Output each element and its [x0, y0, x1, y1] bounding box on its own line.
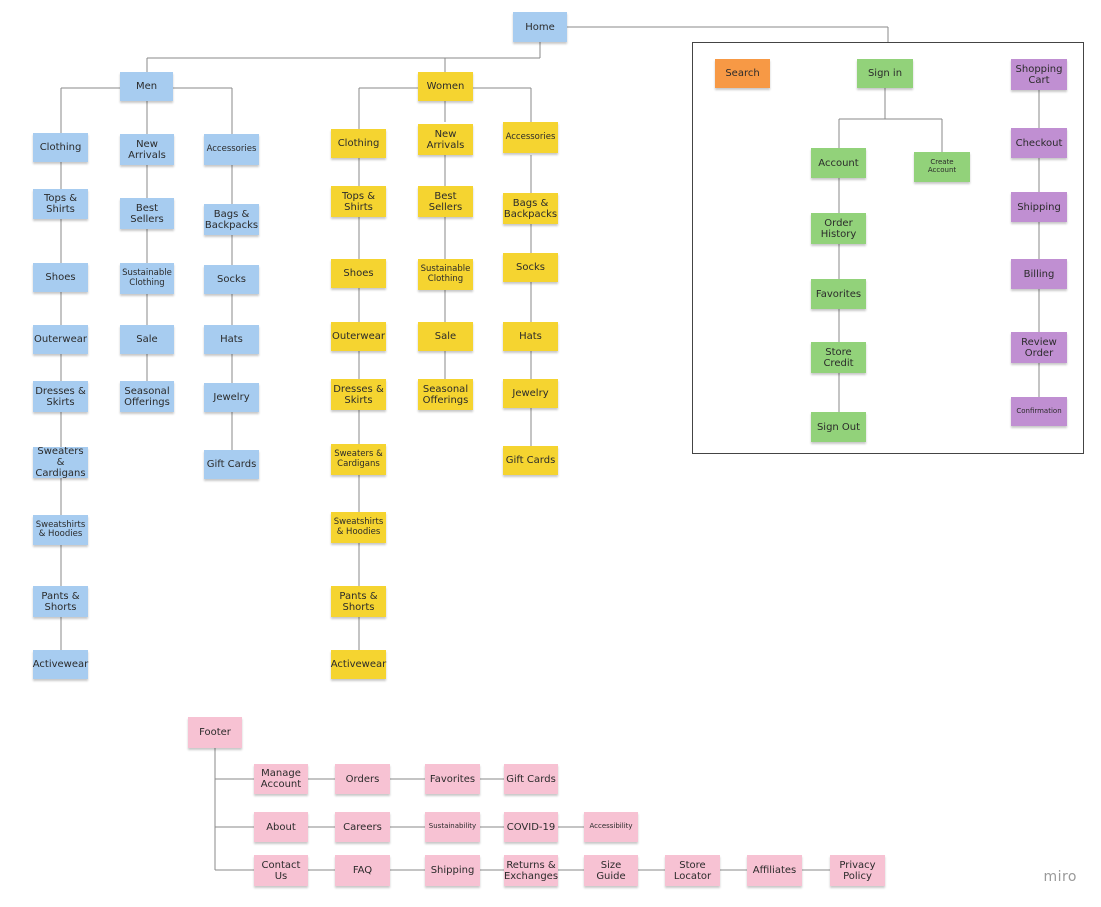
- node-footer-privacy[interactable]: Privacy Policy: [830, 855, 885, 886]
- node-women-sweatshirts[interactable]: Sweatshirts & Hoodies: [331, 512, 386, 543]
- node-search[interactable]: Search: [715, 59, 770, 88]
- node-men-sustainable[interactable]: Sustainable Clothing: [120, 263, 174, 294]
- node-footer-contact[interactable]: Contact Us: [254, 855, 308, 886]
- node-men-outerwear[interactable]: Outerwear: [33, 325, 88, 354]
- node-footer-shipping[interactable]: Shipping: [425, 855, 480, 886]
- node-women-clothing[interactable]: Clothing: [331, 129, 386, 158]
- node-men-best-sellers[interactable]: Best Sellers: [120, 198, 174, 229]
- node-men-bags[interactable]: Bags & Backpacks: [204, 204, 259, 235]
- node-footer-careers[interactable]: Careers: [335, 812, 390, 842]
- node-men-sweatshirts[interactable]: Sweatshirts & Hoodies: [33, 515, 88, 545]
- node-shipping[interactable]: Shipping: [1011, 192, 1067, 222]
- node-men-clothing[interactable]: Clothing: [33, 133, 88, 162]
- node-footer-store-locator[interactable]: Store Locator: [665, 855, 720, 886]
- node-men-socks[interactable]: Socks: [204, 265, 259, 294]
- node-men-tops[interactable]: Tops & Shirts: [33, 189, 88, 219]
- node-billing[interactable]: Billing: [1011, 259, 1067, 289]
- node-footer-favorites[interactable]: Favorites: [425, 764, 480, 794]
- node-women-sweaters[interactable]: Sweaters & Cardigans: [331, 444, 386, 475]
- node-account[interactable]: Account: [811, 148, 866, 178]
- miro-logo: miro: [1043, 869, 1077, 885]
- node-women-socks[interactable]: Socks: [503, 253, 558, 282]
- node-women-tops[interactable]: Tops & Shirts: [331, 186, 386, 217]
- node-women-seasonal[interactable]: Seasonal Offerings: [418, 379, 473, 410]
- node-men-accessories[interactable]: Accessories: [204, 134, 259, 165]
- node-sign-out[interactable]: Sign Out: [811, 412, 866, 442]
- node-footer-sustainability[interactable]: Sustainability: [425, 812, 480, 842]
- node-favorites[interactable]: Favorites: [811, 279, 866, 309]
- node-men-activewear[interactable]: Activewear: [33, 650, 88, 679]
- node-women-new-arrivals[interactable]: New Arrivals: [418, 124, 473, 155]
- node-footer-faq[interactable]: FAQ: [335, 855, 390, 886]
- node-men-sale[interactable]: Sale: [120, 325, 174, 354]
- node-footer-orders[interactable]: Orders: [335, 764, 390, 794]
- node-women-pants[interactable]: Pants & Shorts: [331, 586, 386, 617]
- node-men-giftcards[interactable]: Gift Cards: [204, 450, 259, 479]
- node-review-order[interactable]: Review Order: [1011, 332, 1067, 363]
- node-women-sale[interactable]: Sale: [418, 322, 473, 351]
- node-confirmation[interactable]: Confirmation: [1011, 397, 1067, 426]
- node-women-giftcards[interactable]: Gift Cards: [503, 446, 558, 475]
- node-men-jewelry[interactable]: Jewelry: [204, 383, 259, 412]
- node-men-shoes[interactable]: Shoes: [33, 263, 88, 292]
- node-women-jewelry[interactable]: Jewelry: [503, 379, 558, 408]
- account-cart-frame: [692, 42, 1084, 454]
- node-men-new-arrivals[interactable]: New Arrivals: [120, 134, 174, 165]
- node-women-shoes[interactable]: Shoes: [331, 259, 386, 288]
- node-women-sustainable[interactable]: Sustainable Clothing: [418, 259, 473, 290]
- node-men-pants[interactable]: Pants & Shorts: [33, 586, 88, 617]
- node-footer-affiliates[interactable]: Affiliates: [747, 855, 802, 886]
- node-footer-gift-cards[interactable]: Gift Cards: [504, 764, 558, 794]
- node-women-best-sellers[interactable]: Best Sellers: [418, 186, 473, 217]
- node-men-seasonal[interactable]: Seasonal Offerings: [120, 381, 174, 412]
- node-women[interactable]: Women: [418, 72, 473, 101]
- node-men[interactable]: Men: [120, 72, 173, 101]
- node-order-history[interactable]: Order History: [811, 213, 866, 244]
- node-women-outerwear[interactable]: Outerwear: [331, 322, 386, 351]
- node-women-accessories[interactable]: Accessories: [503, 122, 558, 153]
- node-footer-returns[interactable]: Returns & Exchanges: [504, 855, 558, 886]
- node-footer-accessibility[interactable]: Accessibility: [584, 812, 638, 842]
- node-create-account[interactable]: Create Account: [914, 152, 970, 182]
- node-women-activewear[interactable]: Activewear: [331, 650, 386, 679]
- node-men-dresses[interactable]: Dresses & Skirts: [33, 381, 88, 412]
- node-men-sweaters[interactable]: Sweaters & Cardigans: [33, 446, 88, 479]
- node-footer-size-guide[interactable]: Size Guide: [584, 855, 638, 886]
- node-men-hats[interactable]: Hats: [204, 325, 259, 354]
- node-store-credit[interactable]: Store Credit: [811, 342, 866, 373]
- node-footer[interactable]: Footer: [188, 717, 242, 748]
- node-women-dresses[interactable]: Dresses & Skirts: [331, 379, 386, 410]
- node-shopping-cart[interactable]: Shopping Cart: [1011, 59, 1067, 90]
- node-footer-covid[interactable]: COVID-19: [504, 812, 558, 842]
- node-sign-in[interactable]: Sign in: [857, 59, 913, 88]
- node-footer-manage-account[interactable]: Manage Account: [254, 764, 308, 794]
- node-women-bags[interactable]: Bags & Backpacks: [503, 193, 558, 224]
- node-footer-about[interactable]: About: [254, 812, 308, 842]
- node-women-hats[interactable]: Hats: [503, 322, 558, 351]
- node-checkout[interactable]: Checkout: [1011, 128, 1067, 158]
- node-home[interactable]: Home: [513, 12, 567, 42]
